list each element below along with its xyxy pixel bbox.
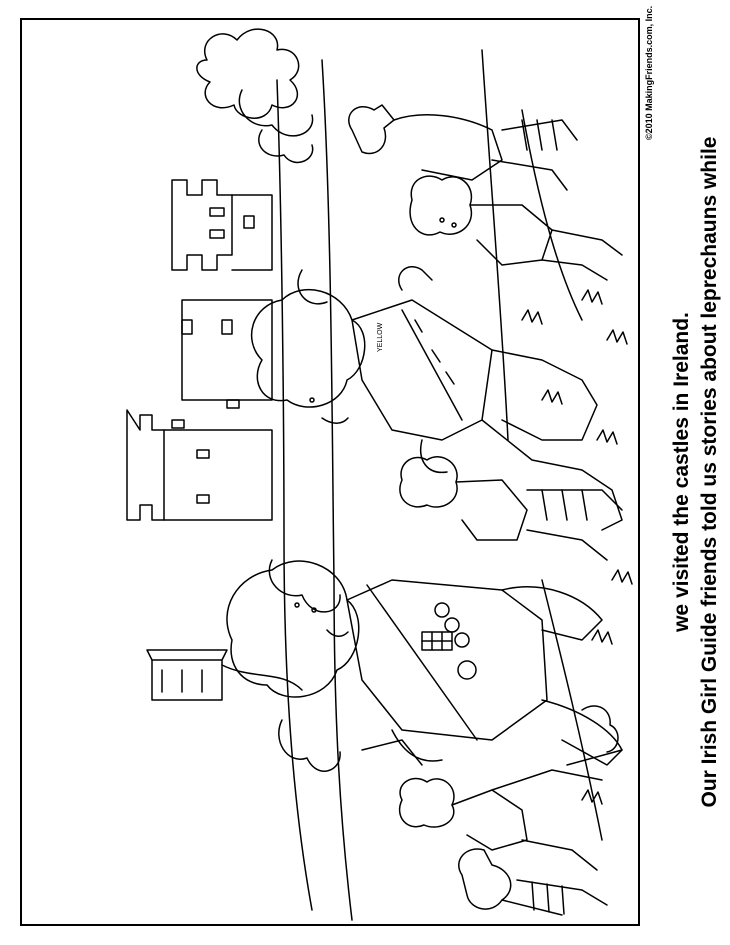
leprechaun-middle — [400, 457, 622, 560]
trees-top — [197, 29, 313, 162]
caption-line-1: Our Irish Girl Guide friends told us sto… — [698, 136, 721, 808]
leprechaun-corner — [459, 849, 607, 915]
round-tower — [147, 650, 302, 700]
grass — [522, 290, 632, 804]
leprechaun-bottom — [362, 706, 622, 870]
leprechaun-top — [349, 105, 577, 190]
girl-guide-center — [252, 267, 622, 530]
leprechaun-child-top — [410, 176, 622, 280]
coloring-illustration — [22, 20, 638, 924]
coloring-page-frame: YELLOW ©2010 MakingFriends.com, Inc. — [20, 6, 654, 926]
castle — [127, 180, 272, 520]
caption-line-2: we visited the castles in Ireland. — [670, 312, 693, 632]
bushes — [269, 270, 340, 771]
sash-label: YELLOW — [377, 322, 384, 352]
ground-lines — [277, 50, 602, 920]
caption-column: Our Irish Girl Guide friends told us sto… — [646, 18, 730, 926]
